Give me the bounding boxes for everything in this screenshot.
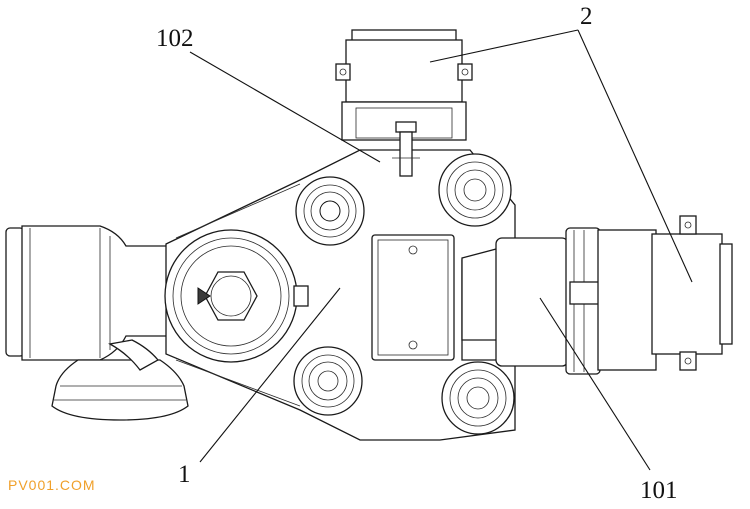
right-actuator	[597, 215, 733, 371]
label-1: 1	[178, 461, 191, 488]
watermark-text: PV001.COM	[8, 477, 96, 493]
top-actuator	[335, 29, 473, 177]
base-foot	[51, 339, 189, 421]
left-inlet-pipe	[5, 225, 169, 361]
leader-lines	[189, 29, 693, 471]
label-102: 102	[156, 25, 194, 52]
label-2: 2	[580, 3, 593, 30]
fitting-bottom-left	[293, 346, 363, 416]
fitting-bottom-right	[441, 361, 515, 435]
fitting-top-right	[438, 153, 512, 227]
main-valve-body	[165, 149, 516, 441]
center-port	[164, 229, 309, 363]
label-101: 101	[640, 477, 678, 504]
fitting-top-left	[295, 176, 365, 246]
